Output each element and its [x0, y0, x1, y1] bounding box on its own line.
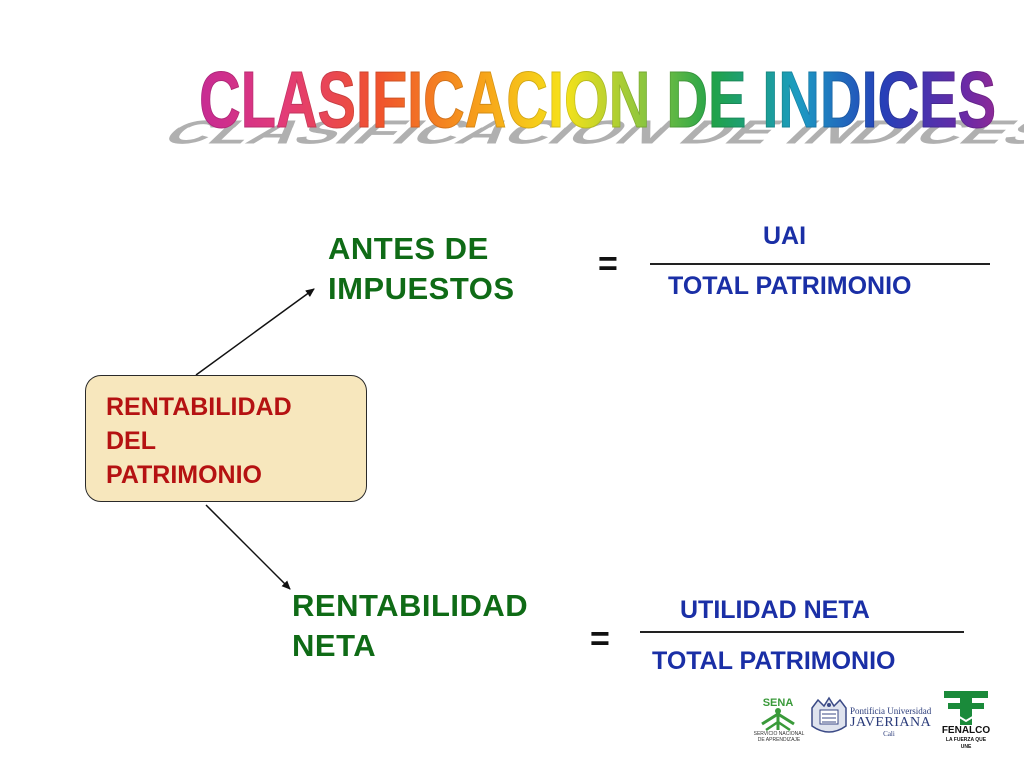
bottom-branch-label: RENTABILIDAD NETA	[292, 586, 528, 666]
javeriana-line-3: Cali	[883, 730, 895, 738]
top-denominator: TOTAL PATRIMONIO	[668, 272, 912, 300]
sena-logo-icon: SENA	[761, 697, 795, 732]
bottom-denominator: TOTAL PATRIMONIO	[652, 647, 896, 675]
javeriana-line-1: Pontificia Universidad	[850, 706, 932, 716]
slide-title: CLASIFICACION DE INDICES CLASIFICACION D…	[150, 55, 1024, 165]
sena-caption-line-1: SERVICIO NACIONAL	[753, 731, 805, 737]
top-numerator: UAI	[763, 222, 807, 250]
javeriana-crest-icon	[811, 696, 847, 733]
bottom-branch-line-1: RENTABILIDAD	[292, 588, 529, 623]
top-branch-line-2: IMPUESTOS	[328, 271, 515, 306]
top-fraction-line	[650, 263, 990, 265]
sena-wordmark: SENA	[763, 697, 794, 709]
fenalco-wordmark: FENALCO LA FUERZA QUE UNE	[940, 725, 992, 751]
javeriana-name: Pontificia Universidad JAVERIANA Cali	[850, 706, 931, 738]
bottom-fraction-line	[640, 631, 964, 633]
javeriana-line-2: JAVERIANA	[850, 715, 932, 730]
source-line-1: RENTABILIDAD	[106, 393, 292, 421]
source-label: RENTABILIDAD DEL PATRIMONIO	[106, 390, 292, 492]
sena-caption: SERVICIO NACIONAL DE APRENDIZAJE	[751, 731, 807, 743]
top-equals-sign: =	[598, 245, 618, 283]
bottom-numerator: UTILIDAD NETA	[680, 596, 870, 624]
fenalco-slogan: LA FUERZA QUE UNE	[945, 737, 987, 750]
bottom-branch-line-2: NETA	[292, 628, 377, 663]
top-branch-label: ANTES DE IMPUESTOS	[328, 229, 515, 309]
sena-caption-line-2: DE APRENDIZAJE	[757, 737, 801, 743]
arrow-to-rentabilidad-neta	[205, 504, 291, 590]
fenalco-name: FENALCO	[941, 725, 991, 736]
fenalco-logo-icon	[944, 691, 988, 725]
source-box: RENTABILIDAD DEL PATRIMONIO	[85, 375, 367, 502]
arrow-to-antes-de-impuestos	[195, 288, 315, 376]
bottom-equals-sign: =	[590, 620, 610, 658]
title-text: CLASIFICACION DE INDICES	[180, 55, 1015, 145]
source-line-2: DEL	[106, 427, 156, 455]
source-line-3: PATRIMONIO	[106, 461, 263, 489]
top-branch-line-1: ANTES DE	[328, 231, 489, 266]
